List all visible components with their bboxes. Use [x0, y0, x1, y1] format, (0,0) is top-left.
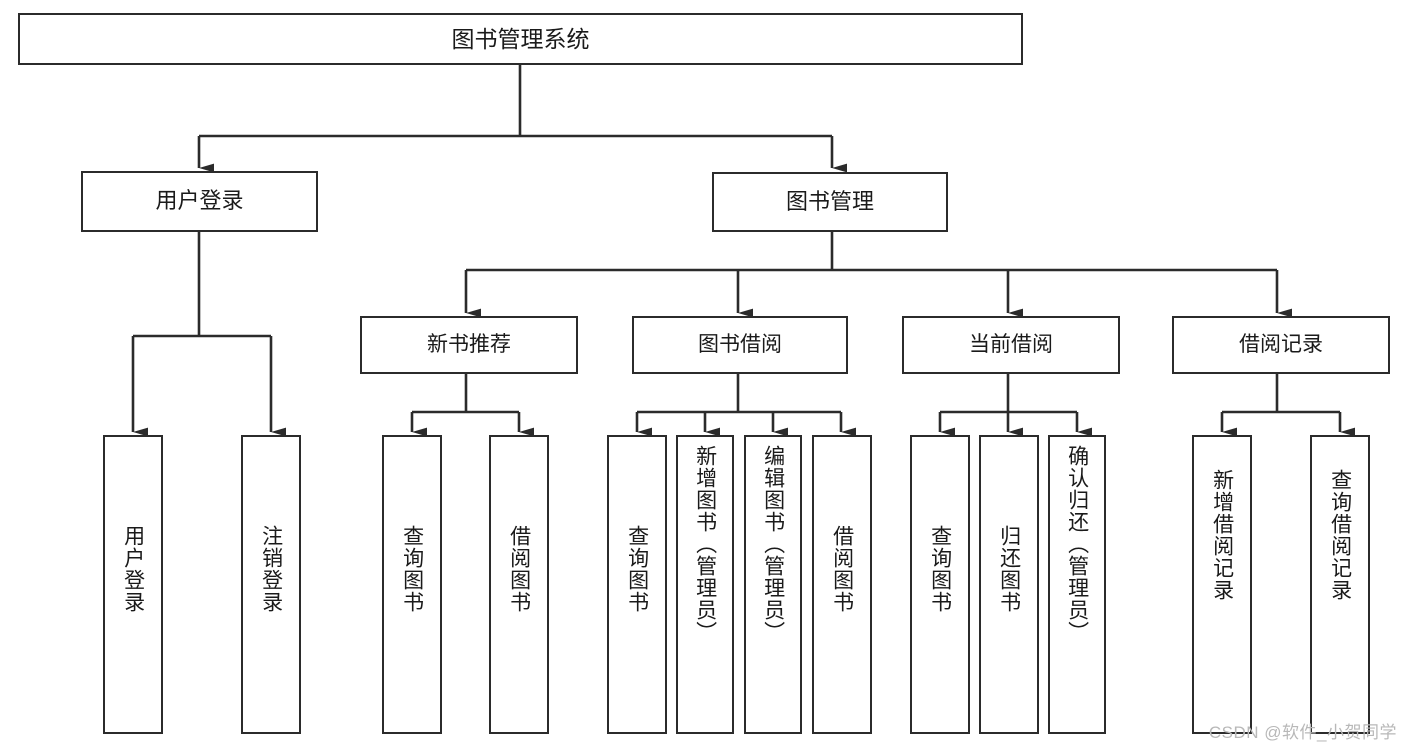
node-borrow-record[interactable]: 借阅记录	[1172, 316, 1390, 374]
leaf-confirm-return-admin[interactable]: 确认归还（管理员）	[1048, 435, 1106, 734]
node-label: 新书推荐	[427, 333, 511, 357]
node-label: 图书管理系统	[451, 25, 590, 52]
node-label: 用户登录	[155, 188, 244, 214]
leaf-query-book-recommend[interactable]: 查询图书	[382, 435, 442, 734]
node-label: 新增借阅记录	[1210, 469, 1234, 601]
node-label: 借阅记录	[1239, 333, 1323, 357]
node-current-borrow[interactable]: 当前借阅	[902, 316, 1120, 374]
node-label: 查询图书	[400, 525, 424, 613]
node-label: 查询图书	[625, 525, 649, 613]
node-label: 用户登录	[121, 525, 145, 613]
leaf-return-book[interactable]: 归还图书	[979, 435, 1039, 734]
node-user-login[interactable]: 用户登录	[81, 171, 318, 232]
node-label: 查询借阅记录	[1328, 469, 1352, 601]
leaf-add-book-admin[interactable]: 新增图书（管理员）	[676, 435, 734, 734]
node-label: 新增图书（管理员）	[693, 445, 717, 643]
leaf-edit-book-admin[interactable]: 编辑图书（管理员）	[744, 435, 802, 734]
csdn-watermark: CSDN @软件_小贺同学	[1208, 723, 1397, 742]
node-label: 注销登录	[259, 525, 283, 613]
node-root-system[interactable]: 图书管理系统	[18, 13, 1023, 65]
node-label: 查询图书	[928, 525, 952, 613]
node-label: 当前借阅	[969, 333, 1053, 357]
node-label: 确认归还（管理员）	[1065, 445, 1089, 643]
leaf-borrow-book[interactable]: 借阅图书	[812, 435, 872, 734]
node-book-borrow[interactable]: 图书借阅	[632, 316, 848, 374]
leaf-query-book-current[interactable]: 查询图书	[910, 435, 970, 734]
node-label: 图书借阅	[698, 333, 782, 357]
leaf-query-borrow-record[interactable]: 查询借阅记录	[1310, 435, 1370, 734]
node-new-book-recommend[interactable]: 新书推荐	[360, 316, 578, 374]
leaf-query-book-borrow[interactable]: 查询图书	[607, 435, 667, 734]
node-label: 图书管理	[785, 188, 874, 214]
node-label: 借阅图书	[507, 525, 531, 613]
leaf-user-logout[interactable]: 注销登录	[241, 435, 301, 734]
node-label: 归还图书	[997, 525, 1021, 613]
leaf-user-login[interactable]: 用户登录	[103, 435, 163, 734]
node-label: 借阅图书	[830, 525, 854, 613]
node-label: 编辑图书（管理员）	[761, 445, 785, 643]
leaf-borrow-book-recommend[interactable]: 借阅图书	[489, 435, 549, 734]
leaf-add-borrow-record[interactable]: 新增借阅记录	[1192, 435, 1252, 734]
node-book-management[interactable]: 图书管理	[712, 172, 948, 232]
